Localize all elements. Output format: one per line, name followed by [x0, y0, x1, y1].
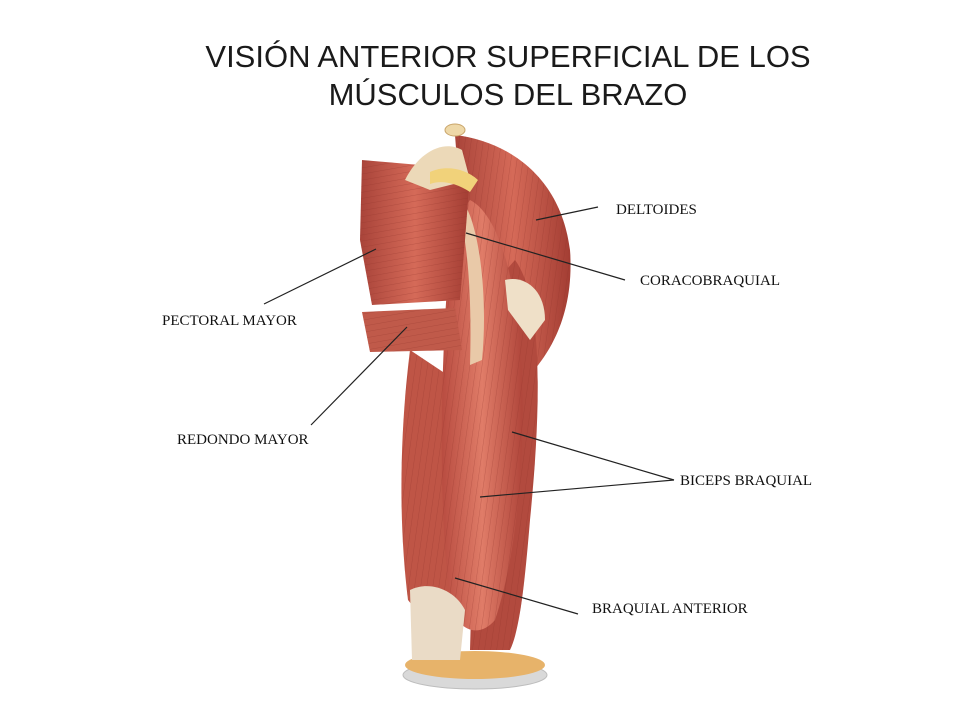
lateral-tendon [505, 279, 545, 340]
teres-major-muscle [362, 308, 462, 352]
coracobrachialis-muscle [458, 205, 485, 365]
biceps-muscle [441, 200, 523, 631]
elbow-tendon [410, 586, 465, 660]
label-pectoral-mayor: PECTORAL MAYOR [162, 313, 297, 329]
label-redondo-mayor: REDONDO MAYOR [177, 432, 309, 448]
label-deltoides: DELTOIDES [616, 202, 697, 218]
label-braquial-anterior: BRAQUIAL ANTERIOR [592, 601, 748, 617]
leader-lines [263, 206, 675, 615]
humeral-head [405, 123, 478, 192]
title-line-1: VISIÓN ANTERIOR SUPERFICIAL DE LOS [205, 39, 811, 74]
diagram-title: VISIÓN ANTERIOR SUPERFICIAL DE LOS MÚSCU… [0, 38, 960, 114]
label-coracobraquial: CORACOBRAQUIAL [640, 273, 781, 289]
pectoralis-major-muscle [360, 160, 470, 305]
title-line-2: MÚSCULOS DEL BRAZO [328, 77, 688, 112]
label-biceps-braquial: BICEPS BRAQUIAL [680, 473, 813, 489]
